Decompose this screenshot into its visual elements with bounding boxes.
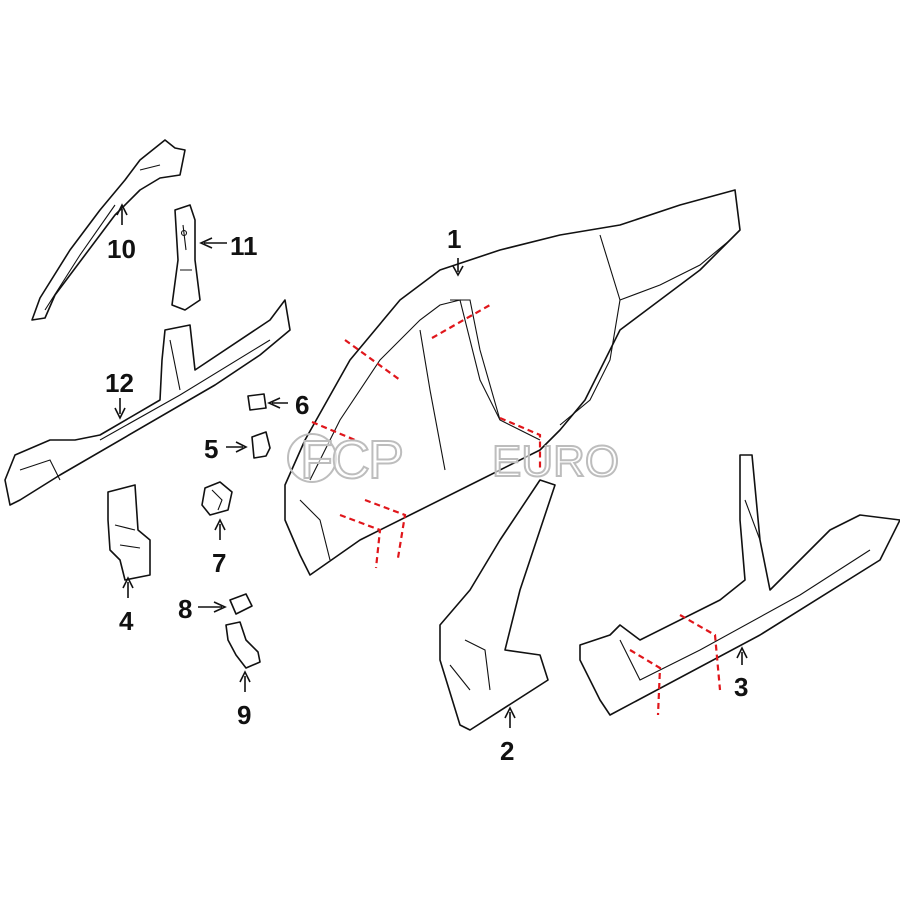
part-1-cut-lines (311, 304, 542, 569)
callout-1: 1 (447, 224, 461, 254)
part-5-block (251, 431, 271, 459)
callout-7: 7 (212, 548, 226, 578)
callout-8: 8 (178, 594, 192, 624)
watermark-suffix: EURO (492, 437, 619, 486)
part-3-cut-lines (629, 614, 722, 716)
part-8-bracket (229, 593, 253, 615)
callout-2: 2 (500, 736, 514, 766)
callout-12: 12 (105, 368, 134, 398)
callout-4: 4 (119, 606, 134, 636)
part-4-bracket (107, 484, 151, 581)
part-6-patch (247, 393, 267, 411)
part-9-bracket (225, 621, 261, 669)
watermark-brand: FCP (300, 430, 402, 490)
callout-arrows (114, 203, 748, 728)
part-12-rocker-inner (4, 299, 291, 506)
callout-6: 6 (295, 390, 309, 420)
part-1-body-side-panel (284, 189, 741, 576)
callout-11: 11 (230, 231, 258, 261)
part-10-a-pillar (31, 139, 186, 321)
part-7-bracket (201, 481, 233, 516)
callout-3: 3 (734, 672, 748, 702)
callout-10: 10 (107, 234, 136, 264)
part-2-center-pillar (439, 479, 556, 731)
watermark-logo: FCP EURO (287, 429, 620, 491)
callout-9: 9 (237, 700, 251, 730)
part-11-pillar-reinforcement (171, 204, 201, 311)
callout-5: 5 (204, 434, 218, 464)
part-3-rocker-panel (579, 454, 900, 716)
